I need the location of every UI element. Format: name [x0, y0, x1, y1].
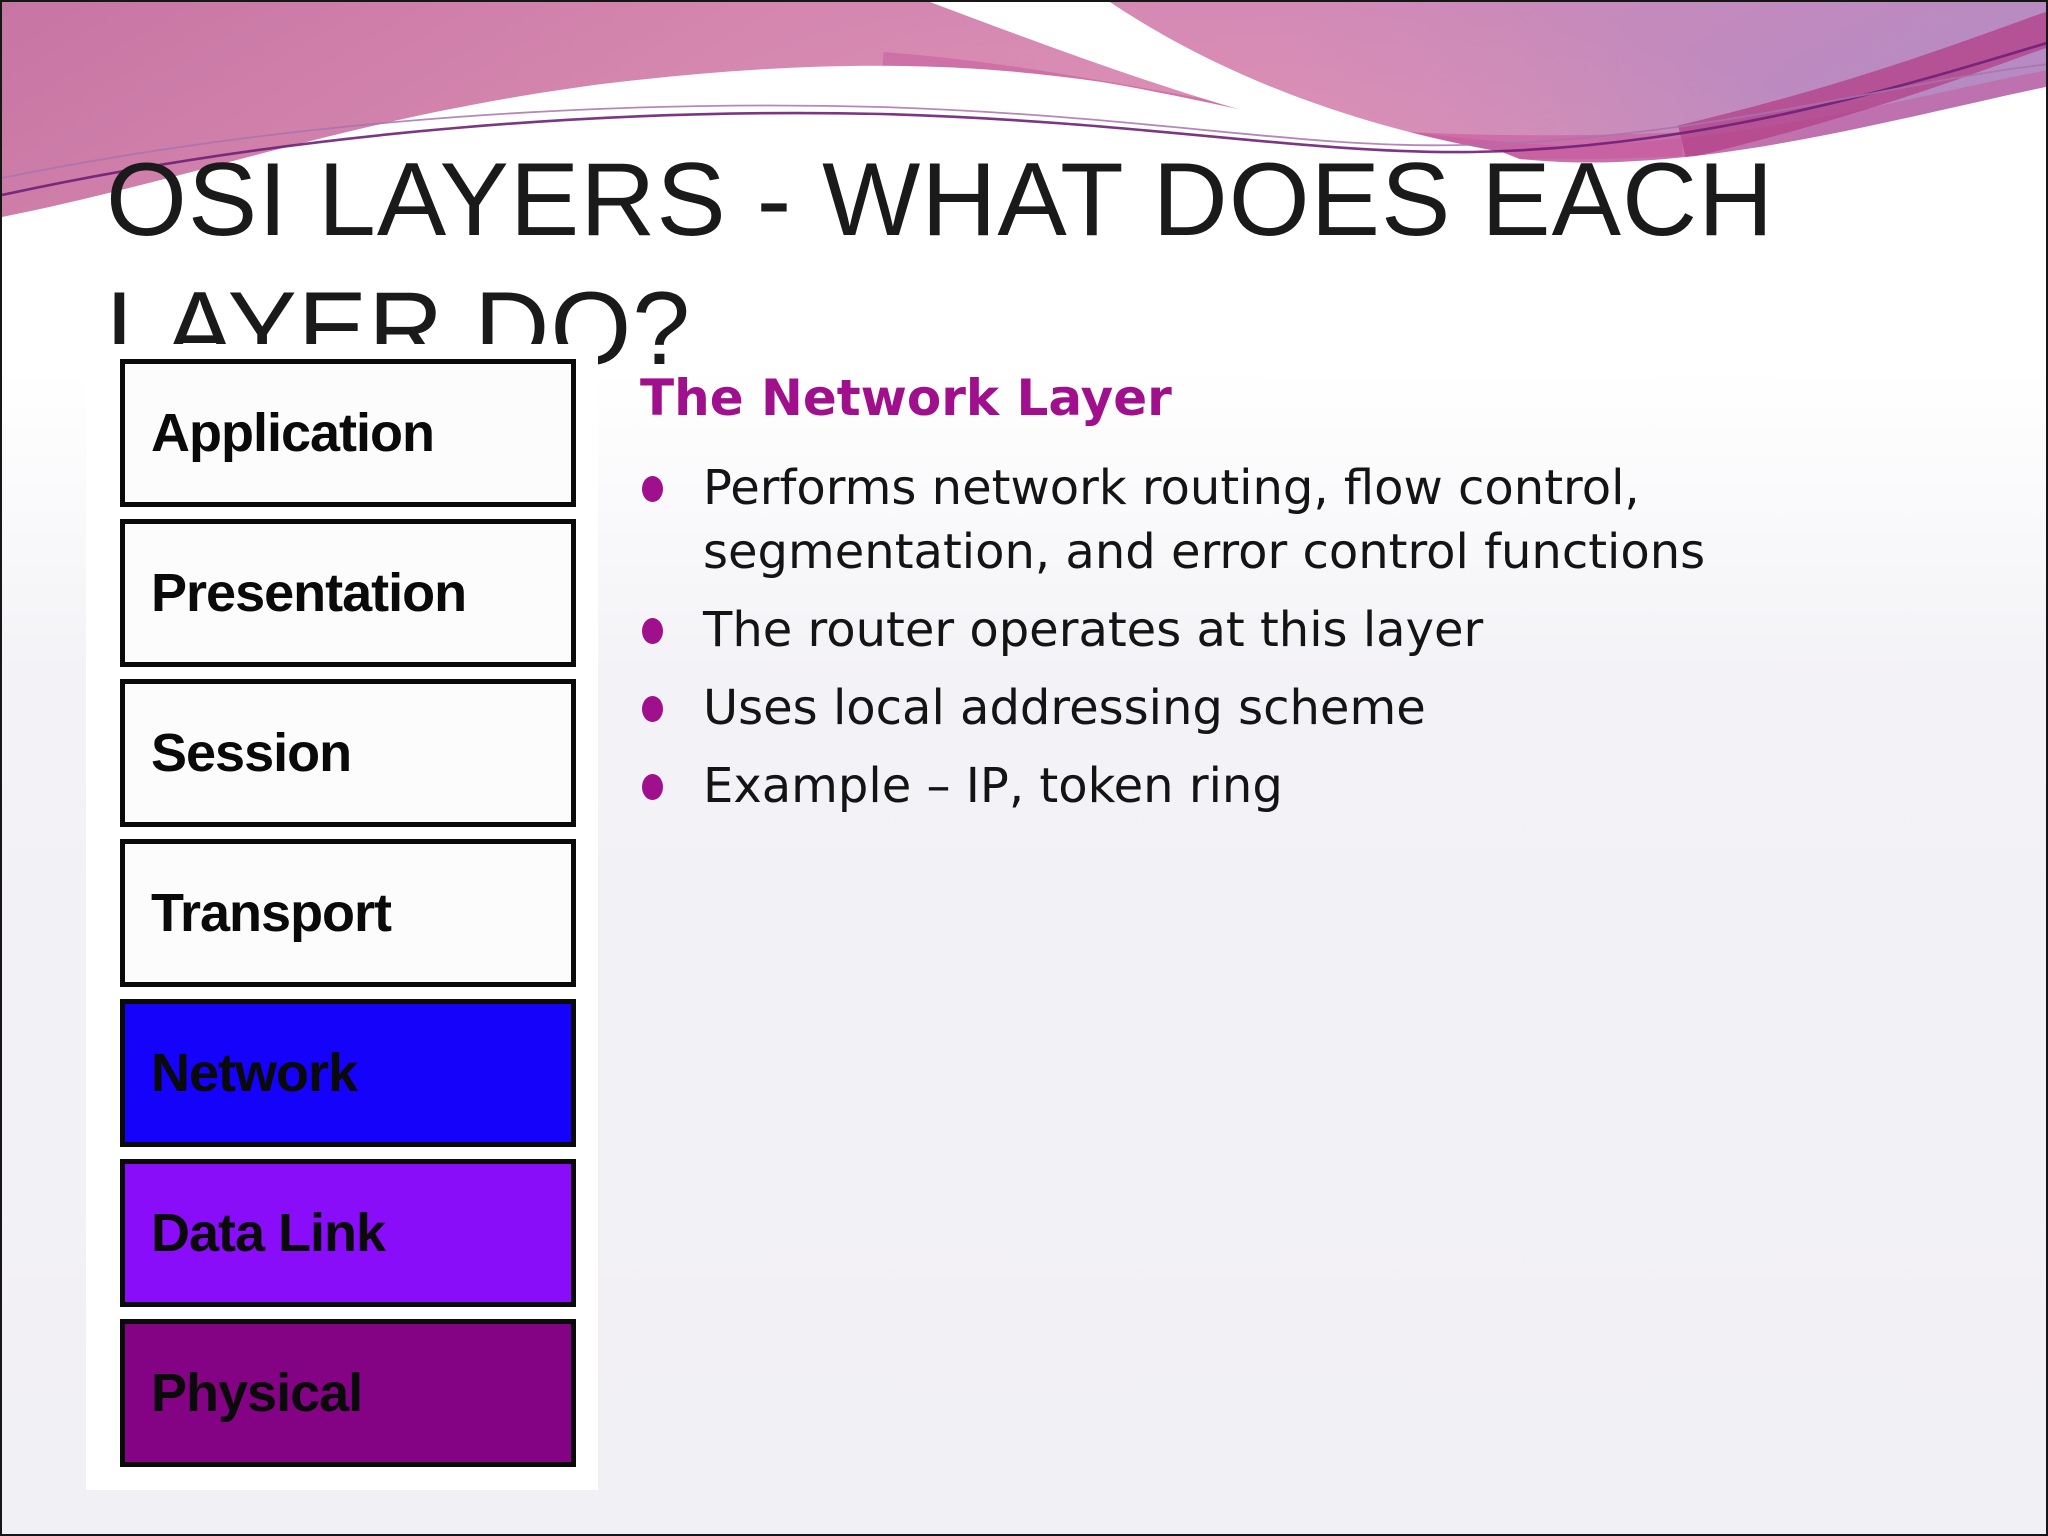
bullet-text: Example – IP, token ring — [703, 754, 1283, 818]
layer-label: Network — [151, 1043, 358, 1103]
bullet-text: Uses local addressing scheme — [703, 676, 1426, 740]
accent-curve-light — [2, 63, 2046, 179]
layer-label: Presentation — [151, 563, 467, 623]
header-wave-graphic — [2, 2, 2046, 217]
bullet-line: Uses local addressing scheme — [703, 680, 1426, 736]
bullet-line: The router operates at this layer — [703, 602, 1484, 658]
bullet-list: Performs network routing, flow control, s… — [632, 456, 1972, 818]
bullet-item: Uses local addressing scheme — [642, 676, 1972, 740]
osi-stack: Application Presentation Session Transpo… — [120, 359, 598, 1467]
content-heading: The Network Layer — [640, 369, 1172, 427]
layer-label: Data Link — [151, 1203, 386, 1263]
slide-title-line-1: OSI LAYERS - WHAT DOES EACH — [106, 141, 1775, 258]
bullet-line: Example – IP, token ring — [703, 758, 1283, 814]
layer-label: Session — [151, 723, 352, 783]
layer-box-data-link: Data Link — [120, 1159, 576, 1307]
layer-box-session: Session — [120, 679, 576, 827]
layer-label: Application — [151, 403, 435, 463]
bullet-dot-icon — [642, 476, 663, 502]
bullet-item: Example – IP, token ring — [642, 754, 1972, 818]
bullet-item: Performs network routing, flow control, s… — [642, 456, 1972, 584]
bullet-line: Performs network routing, flow control, — [703, 460, 1640, 516]
layer-box-transport: Transport — [120, 839, 576, 987]
dark-pink-band-corner — [1678, 8, 2046, 159]
osi-stack-panel: Application Presentation Session Transpo… — [86, 344, 598, 1490]
layer-label: Physical — [151, 1363, 363, 1423]
bullet-dot-icon — [642, 696, 663, 722]
content-column: The Network Layer Performs network routi… — [632, 368, 1972, 832]
accent-curve-dark — [2, 41, 2046, 197]
bullet-line: segmentation, and error control function… — [703, 524, 1706, 580]
layer-box-application: Application — [120, 359, 576, 507]
layer-box-network: Network — [120, 999, 576, 1147]
bullet-text: Performs network routing, flow control, s… — [703, 456, 1705, 584]
layer-box-presentation: Presentation — [120, 519, 576, 667]
bullet-text: The router operates at this layer — [703, 598, 1483, 662]
bullet-item: The router operates at this layer — [642, 598, 1972, 662]
bullet-dot-icon — [642, 774, 663, 800]
bullet-dot-icon — [642, 618, 663, 644]
layer-box-physical: Physical — [120, 1319, 576, 1467]
white-ribbon-swoosh — [930, 2, 1522, 160]
layer-label: Transport — [151, 883, 392, 943]
